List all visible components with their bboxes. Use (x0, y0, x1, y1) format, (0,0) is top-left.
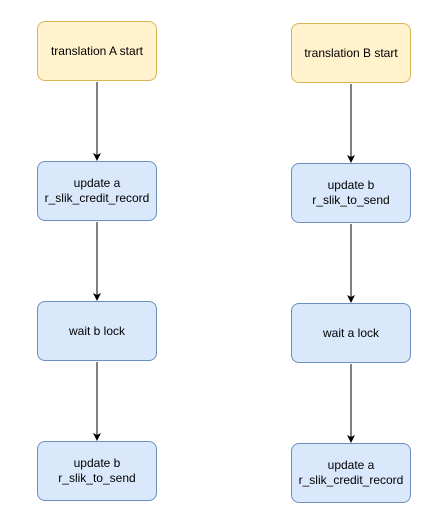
node-label: wait b lock (68, 323, 126, 338)
node-translation-b-start: translation B start (291, 23, 411, 83)
node-label: update b r_slik_to_send (312, 178, 390, 207)
node-label: update a r_slik_credit_record (298, 458, 404, 487)
node-b-update-b-to-send: update b r_slik_to_send (291, 163, 411, 223)
node-a-update-a-credit-record: update a r_slik_credit_record (37, 161, 157, 221)
node-a-update-b-to-send: update b r_slik_to_send (37, 441, 157, 501)
node-label: translation B start (304, 45, 398, 60)
node-a-wait-b-lock: wait b lock (37, 301, 157, 361)
node-label: update b r_slik_to_send (58, 456, 136, 485)
node-b-update-a-credit-record: update a r_slik_credit_record (291, 443, 411, 503)
node-b-wait-a-lock: wait a lock (291, 303, 411, 363)
node-translation-a-start: translation A start (37, 21, 157, 81)
node-label: update a r_slik_credit_record (44, 176, 150, 205)
node-label: wait a lock (322, 325, 380, 340)
node-label: translation A start (50, 43, 144, 58)
